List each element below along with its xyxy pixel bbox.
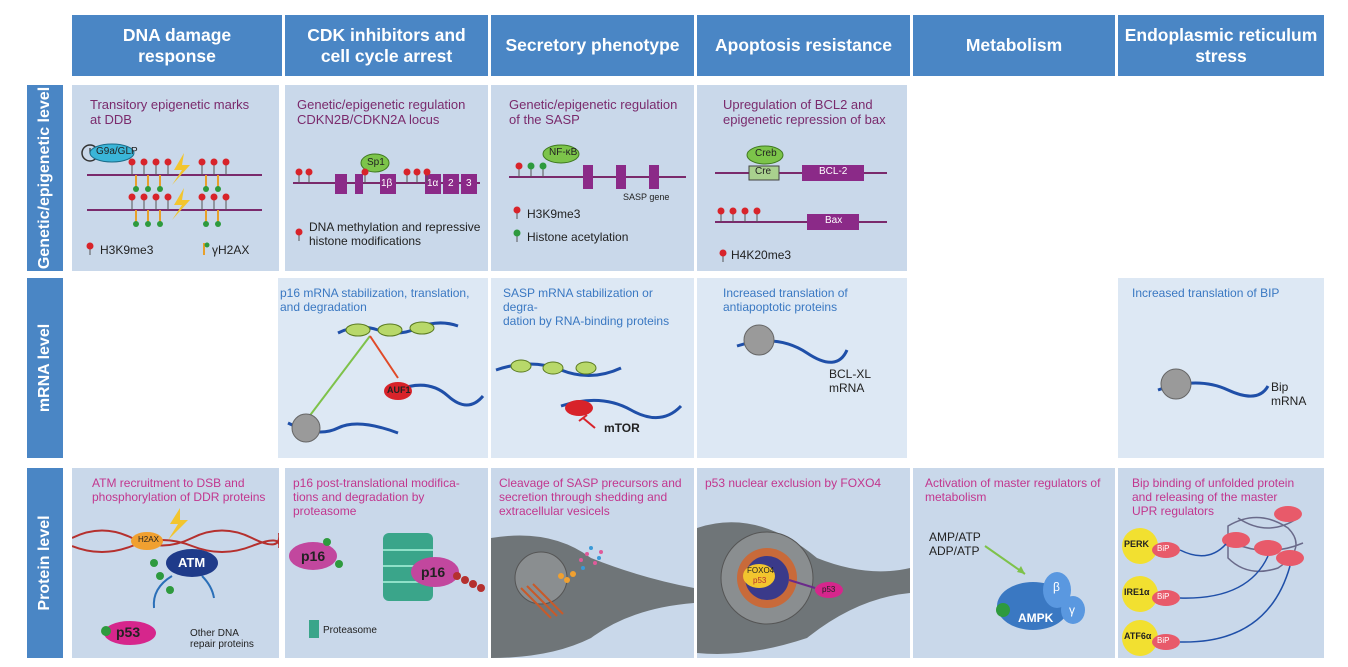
p16-label-b: p16 (421, 564, 446, 580)
locus-diagram (293, 153, 480, 241)
p16-label-a: p16 (301, 548, 326, 564)
cell-title: Activation of master regulators of metab… (925, 476, 1101, 504)
creb-label: Creb (755, 148, 777, 159)
chromatin-diagram (81, 143, 262, 255)
cell-mrna-secretory: SASP mRNA stabilization or degra- dation… (491, 278, 694, 458)
atf6-label: ATF6α (1124, 631, 1152, 641)
gamma-label: γ (1069, 603, 1075, 617)
bax-label: Bax (825, 215, 843, 226)
header-cdk-inhibitors: CDK inhibitors and cell cycle arrest (285, 15, 488, 76)
legend-h3k9me3: H3K9me3 (100, 243, 154, 257)
perk-label: PERK (1124, 539, 1150, 549)
cell-protein-dna-damage: ATM recruitment to DSB and phosphorylati… (72, 468, 279, 658)
ire1-label: IRE1α (1124, 587, 1150, 597)
cell-title: Genetic/epigenetic regulation of the SAS… (509, 97, 678, 127)
cell-protein-cdk: p16 post-translational modifica- tions a… (285, 468, 488, 658)
row-label-genetic: Genetic/epigenetic level (27, 85, 63, 271)
atm-label: ATM (178, 555, 206, 570)
atm-diagram (72, 508, 279, 645)
nfkb-label: NF-κB (549, 147, 578, 158)
sasp-mrna-diagram (495, 359, 683, 429)
ampk-diagram (984, 545, 1085, 630)
cell-mrna-apoptosis: Increased translation of antiapoptotic p… (697, 278, 907, 458)
header-er-stress: Endoplasmic reticulum stress (1118, 15, 1324, 76)
legend-h4k20me3: H4K20me3 (731, 248, 792, 262)
mtor-label: mTOR (604, 421, 640, 435)
legend-methylation: DNA methylation and repressive histone m… (309, 220, 481, 248)
bclxl-mrna-label: BCL-XL mRNA (829, 367, 871, 395)
legend-h3k9me3: H3K9me3 (527, 207, 581, 221)
bip-label-2: BiP (1157, 592, 1170, 601)
cell-title: p16 mRNA stabilization, translation, and… (280, 286, 470, 314)
exon-3-label: 3 (466, 178, 472, 189)
cell-genetic-apoptosis: Upregulation of BCL2 and epigenetic repr… (697, 85, 907, 271)
proteasome-diagram (289, 533, 485, 638)
header-dna-damage: DNA damage response (72, 15, 282, 76)
cell-title: ATM recruitment to DSB and phosphorylati… (92, 476, 266, 504)
cell-mrna-er-stress: Increased translation of BIP Bip mRNA (1118, 278, 1324, 458)
cell-title: SASP mRNA stabilization or degra- dation… (503, 286, 670, 328)
cell-protein-er-stress: Bip binding of unfolded protein and rele… (1118, 468, 1324, 658)
legend-gh2ax: γH2AX (212, 243, 250, 257)
cell-protein-metabolism: Activation of master regulators of metab… (913, 468, 1115, 658)
cell-title: p16 post-translational modifica- tions a… (293, 476, 460, 518)
cell-title: Transitory epigenetic marks at DDB (90, 97, 250, 127)
adp-atp-label: ADP/ATP (929, 544, 980, 558)
cell-title: Bip binding of unfolded protein and rele… (1132, 476, 1295, 518)
cell-title: Increased translation of antiapoptotic p… (723, 286, 848, 314)
upr-diagram (1122, 506, 1304, 656)
header-apoptosis-resistance: Apoptosis resistance (697, 15, 910, 76)
p53-nuclear-label: p53 (753, 576, 767, 585)
cell-title: Increased translation of BIP (1132, 286, 1280, 300)
foxo4-label: FOXO4 (747, 566, 775, 575)
p53-label: p53 (116, 624, 141, 640)
sasp-gene-diagram (509, 144, 686, 242)
bclxl-mrna-diagram (736, 324, 849, 364)
bip-mrna-diagram (1157, 368, 1270, 400)
amp-atp-label: AMP/ATP (929, 530, 981, 544)
legend-acetylation: Histone acetylation (527, 230, 629, 244)
bip-mrna-label: Bip mRNA (1271, 380, 1307, 408)
beta-label: β (1053, 580, 1060, 594)
cell-title: p53 nuclear exclusion by FOXO4 (705, 476, 882, 490)
cell-protein-secretory: Cleavage of SASP precursors and secretio… (491, 468, 694, 658)
bip-label-1: BiP (1157, 544, 1170, 553)
cell-genetic-dna-damage: Transitory epigenetic marks at DDB (72, 85, 279, 271)
h2ax-label: H2AX (138, 535, 159, 544)
cell-genetic-secretory: Genetic/epigenetic regulation of the SAS… (491, 85, 694, 271)
cell-shedding-diagram (491, 535, 694, 658)
lightning-icon (172, 153, 190, 185)
ampk-label: AMPK (1018, 611, 1054, 625)
cell-protein-apoptosis: p53 nuclear exclusion by FOXO4 FOXO4 p53… (697, 468, 910, 658)
exon-2-label: 2 (448, 178, 454, 189)
exon-1b-label: 1β (381, 178, 393, 189)
cell-mrna-cdk: p16 mRNA stabilization, translation, and… (278, 278, 488, 458)
cell-title: Cleavage of SASP precursors and secretio… (499, 476, 682, 518)
enzyme-label: G9a/GLP (96, 146, 138, 157)
bip-label-3: BiP (1157, 636, 1170, 645)
header-secretory-phenotype: Secretory phenotype (491, 15, 694, 76)
sp1-label: Sp1 (367, 157, 385, 168)
auf1-label: AUF1 (387, 385, 411, 395)
cell-title: Genetic/epigenetic regulation CDKN2B/CDK… (297, 97, 466, 127)
cell-title: Upregulation of BCL2 and epigenetic repr… (723, 97, 886, 127)
row-label-protein: Protein level (27, 468, 63, 658)
foxo4-diagram (697, 522, 910, 654)
proteasome-label: Proteasome (323, 625, 377, 636)
p53-cytoplasm-label: p53 (822, 585, 836, 594)
bcl2-label: BCL-2 (819, 166, 848, 177)
cell-genetic-cdk: Genetic/epigenetic regulation CDKN2B/CDK… (285, 85, 488, 271)
other-repair-label: Other DNA repair proteins (190, 628, 254, 650)
sasp-gene-label: SASP gene (623, 192, 670, 202)
exon-1a-label: 1α (427, 178, 439, 189)
bcl2-bax-diagram (715, 145, 887, 262)
header-metabolism: Metabolism (913, 15, 1115, 76)
cre-label: Cre (755, 166, 772, 177)
p16-mrna-diagram (287, 321, 485, 443)
row-label-mrna: mRNA level (27, 278, 63, 458)
